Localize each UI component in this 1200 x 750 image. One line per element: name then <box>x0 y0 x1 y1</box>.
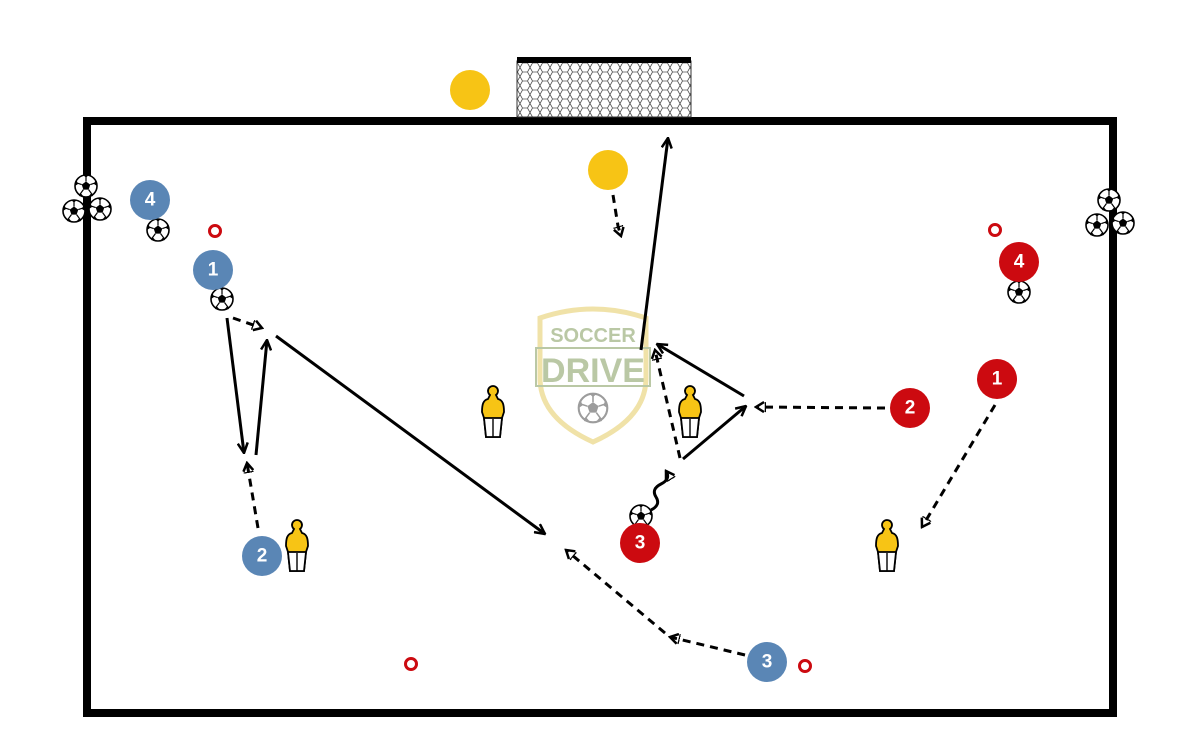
pass-arrow <box>225 317 244 453</box>
run-arrow <box>655 350 682 459</box>
player-number: 1 <box>992 369 1003 390</box>
player-number: 3 <box>762 652 773 673</box>
player-number: 4 <box>145 190 156 211</box>
pass-arrow <box>254 340 267 456</box>
shot-arrow <box>639 138 668 351</box>
soccer-ball-icon <box>62 199 86 223</box>
cone-icon <box>798 659 812 673</box>
player-number: 2 <box>905 398 916 419</box>
mannequin-icon <box>678 385 702 438</box>
goalkeeper-marker <box>450 70 490 110</box>
player-number: 2 <box>257 546 268 567</box>
red-player-3: 3 <box>620 523 660 563</box>
pass-arrow <box>275 334 545 534</box>
logo-line1: SOCCER <box>550 325 636 347</box>
soccer-drive-logo: SOCCER DRIVE <box>535 306 651 445</box>
soccer-ball-icon <box>88 197 112 221</box>
blue-player-3: 3 <box>747 642 787 682</box>
logo-banner <box>535 347 651 387</box>
pass-arrow <box>657 344 745 398</box>
blue-player-2: 2 <box>242 536 282 576</box>
run-arrow <box>566 550 666 635</box>
cone-icon <box>404 657 418 671</box>
cone-icon <box>988 223 1002 237</box>
run-arrow <box>247 463 260 529</box>
crossbar <box>517 57 691 63</box>
soccer-ball-icon <box>1111 211 1135 235</box>
red-player-2: 2 <box>890 388 930 428</box>
goal-net-icon <box>516 60 692 118</box>
soccer-ball-icon <box>1097 188 1121 212</box>
run-arrow <box>922 404 997 527</box>
field-boundary <box>83 117 1117 717</box>
run-arrow <box>756 407 886 408</box>
red-player-1: 1 <box>977 359 1017 399</box>
soccer-ball-icon <box>1085 213 1109 237</box>
logo-ball-icon <box>577 392 609 424</box>
run-arrow <box>670 637 746 657</box>
pass-lines <box>225 138 746 534</box>
player-number: 4 <box>1014 252 1025 273</box>
cone-icon <box>208 224 222 238</box>
soccer-ball-icon <box>146 218 170 242</box>
run-arrow <box>232 316 262 328</box>
logo-line2: DRIVE <box>541 352 645 390</box>
mannequin-icon <box>481 385 505 438</box>
dribble-line <box>650 471 668 512</box>
pass-arrow <box>682 406 746 461</box>
mannequin-icon <box>875 519 899 572</box>
player-number: 3 <box>635 533 646 554</box>
logo-shield <box>537 306 649 445</box>
run-lines <box>232 194 997 657</box>
mannequin-icon <box>285 519 309 572</box>
red-player-4: 4 <box>999 242 1039 282</box>
blue-player-4: 4 <box>130 180 170 220</box>
soccer-ball-icon <box>74 174 98 198</box>
player-number: 1 <box>208 260 219 281</box>
soccer-ball-icon <box>210 287 234 311</box>
run-arrow <box>611 194 621 236</box>
goalkeeper-marker <box>588 150 628 190</box>
blue-player-1: 1 <box>193 250 233 290</box>
soccer-ball-icon <box>1007 280 1031 304</box>
goal <box>516 57 692 118</box>
